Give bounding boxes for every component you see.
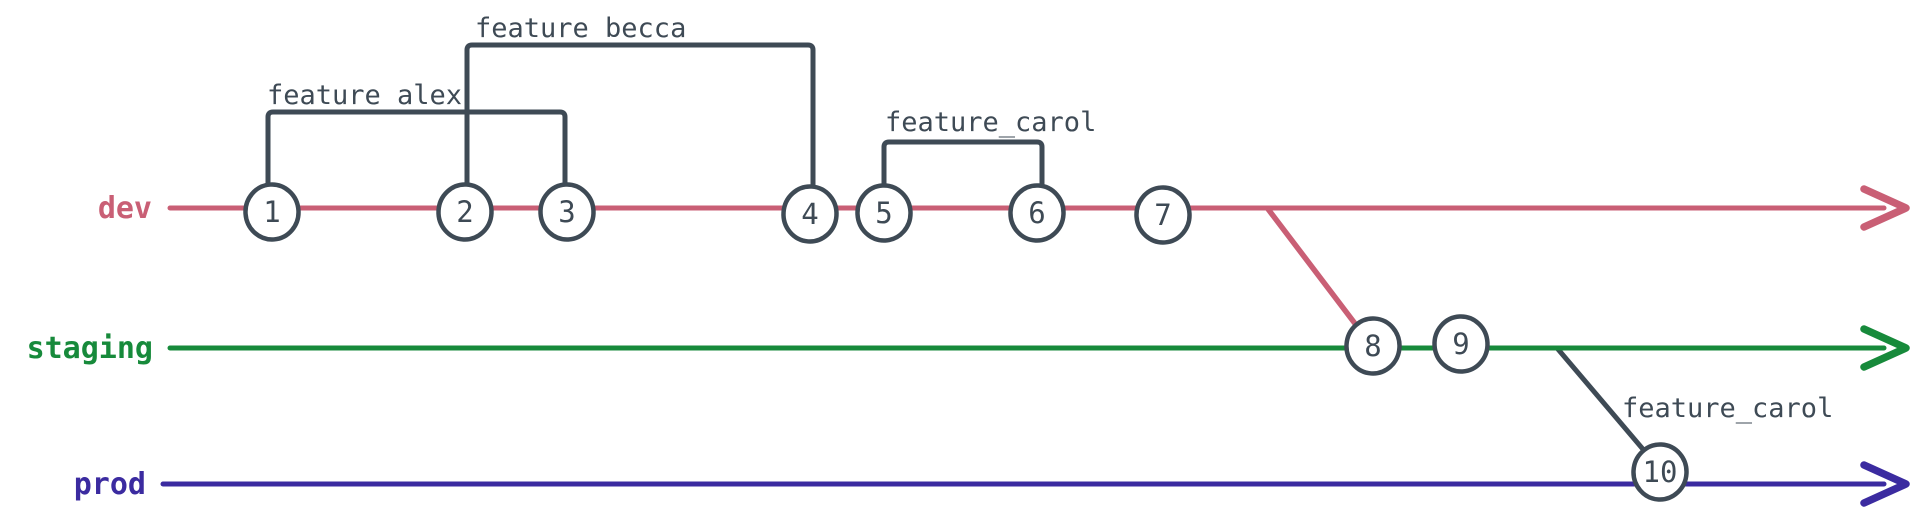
commit-node-6 [1008, 183, 1066, 243]
prod-arrowhead-icon [1860, 461, 1910, 507]
feature-label-carol: feature_carol [885, 107, 1096, 138]
feature-label-alex: feature_alex [267, 80, 462, 111]
commit-label: 5 [875, 196, 892, 230]
branch-label-staging: staging [27, 331, 153, 366]
commit-node-1 [243, 182, 301, 242]
feature-bracket-alex [265, 109, 568, 199]
staging-arrowhead-icon [1860, 325, 1910, 371]
merge-line-staging-to-prod [1554, 345, 1656, 464]
commit-label: 10 [1643, 455, 1678, 489]
commit-node-10 [1631, 442, 1689, 502]
merge-line-dev-to-staging [1265, 206, 1372, 345]
branch-label-dev: dev [98, 191, 152, 226]
commit-node-8 [1344, 316, 1402, 376]
commit-label: 3 [558, 195, 575, 229]
commit-node-3 [538, 182, 596, 242]
feature-bracket-carol [881, 139, 1045, 201]
commit-node-9 [1432, 314, 1490, 374]
commit-node-2 [436, 182, 494, 242]
dev-arrowhead-icon [1860, 185, 1910, 231]
commit-label: 1 [263, 195, 280, 229]
feature-bracket-becca [464, 42, 816, 201]
commit-node-4 [781, 184, 839, 244]
commit-label: 2 [456, 195, 473, 229]
commit-label: 6 [1028, 196, 1045, 230]
commit-label: 9 [1452, 327, 1469, 361]
commit-node-5 [855, 183, 913, 243]
commit-label: 8 [1364, 329, 1381, 363]
commit-node-7 [1134, 185, 1192, 245]
commit-label: 7 [1154, 198, 1171, 232]
feature-label-becca: feature_becca [475, 13, 686, 44]
feature-label-carol-prod: feature_carol [1622, 393, 1833, 424]
branch-label-prod: prod [74, 467, 146, 502]
commit-label: 4 [801, 197, 818, 231]
